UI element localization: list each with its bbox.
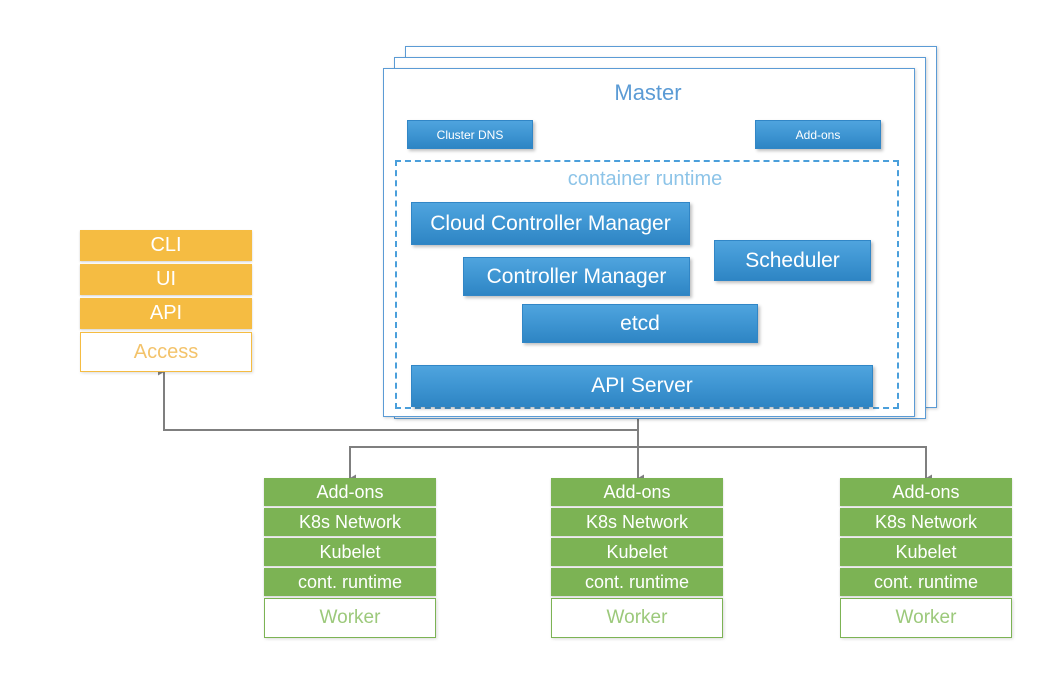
access-row-cli[interactable]: CLI: [80, 230, 252, 261]
container-runtime-region: [395, 160, 899, 409]
master-title: Master: [614, 80, 682, 105]
worker-node-1: Add-ons K8s Network Kubelet cont. runtim…: [264, 478, 436, 638]
worker-2-row-kubelet[interactable]: Kubelet: [551, 538, 723, 566]
etcd-box[interactable]: etcd: [522, 304, 758, 343]
master-addons-box[interactable]: Add-ons: [755, 120, 881, 149]
cloud-controller-manager-box[interactable]: Cloud Controller Manager: [411, 202, 690, 245]
access-row-api[interactable]: API: [80, 298, 252, 329]
worker-1-row-addons[interactable]: Add-ons: [264, 478, 436, 506]
worker-node-2: Add-ons K8s Network Kubelet cont. runtim…: [551, 478, 723, 638]
scheduler-box[interactable]: Scheduler: [714, 240, 871, 281]
worker-2-row-addons[interactable]: Add-ons: [551, 478, 723, 506]
controller-manager-box[interactable]: Controller Manager: [463, 257, 690, 296]
worker-node-3: Add-ons K8s Network Kubelet cont. runtim…: [840, 478, 1012, 638]
worker-3-row-k8s-network[interactable]: K8s Network: [840, 508, 1012, 536]
wire-bus-to-worker-1: [349, 446, 638, 482]
worker-1-row-cont-runtime[interactable]: cont. runtime: [264, 568, 436, 596]
worker-3-row-addons[interactable]: Add-ons: [840, 478, 1012, 506]
worker-3-row-cont-runtime[interactable]: cont. runtime: [840, 568, 1012, 596]
wire-apiserver-to-access: [158, 368, 638, 431]
worker-1-row-kubelet[interactable]: Kubelet: [264, 538, 436, 566]
access-row-ui[interactable]: UI: [80, 264, 252, 295]
worker-2-footer-label: Worker: [551, 598, 723, 638]
container-runtime-title: container runtime: [567, 168, 723, 190]
api-server-box[interactable]: API Server: [411, 365, 873, 407]
worker-2-row-cont-runtime[interactable]: cont. runtime: [551, 568, 723, 596]
access-group: CLI UI API Access: [80, 230, 252, 372]
cluster-dns-box[interactable]: Cluster DNS: [407, 120, 533, 149]
worker-2-row-k8s-network[interactable]: K8s Network: [551, 508, 723, 536]
worker-1-footer-label: Worker: [264, 598, 436, 638]
access-footer-label: Access: [80, 332, 252, 372]
worker-3-row-kubelet[interactable]: Kubelet: [840, 538, 1012, 566]
worker-3-footer-label: Worker: [840, 598, 1012, 638]
wire-bus-to-worker-3: [638, 446, 932, 482]
worker-1-row-k8s-network[interactable]: K8s Network: [264, 508, 436, 536]
